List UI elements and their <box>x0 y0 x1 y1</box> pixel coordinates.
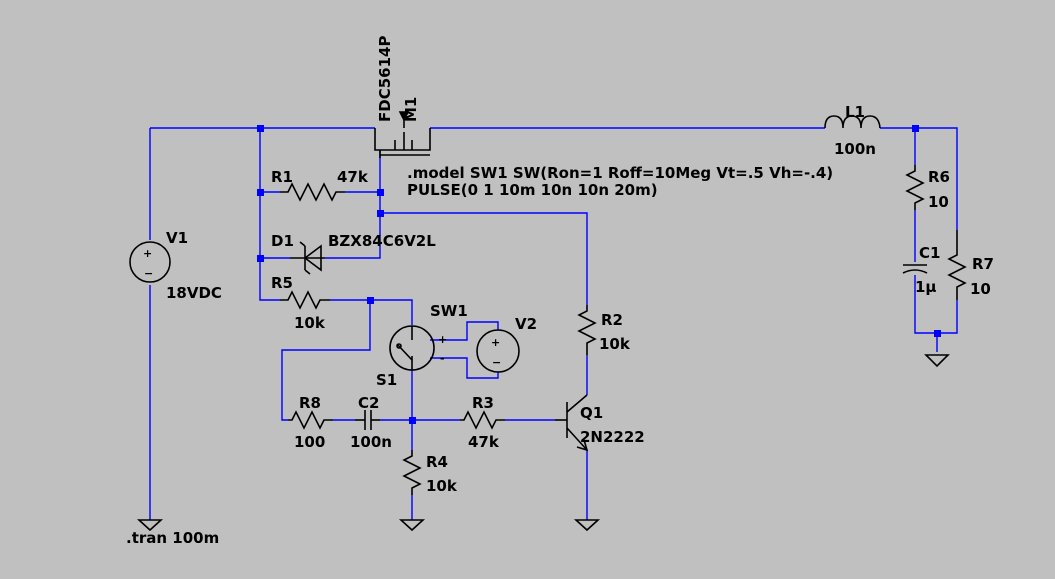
model-directive[interactable]: .model SW1 SW(Ron=1 Roff=10Meg Vt=.5 Vh=… <box>407 164 833 182</box>
ground-symbol <box>924 354 950 368</box>
r1-value-label: 47k <box>337 168 369 186</box>
v1-source[interactable]: + − <box>129 241 171 283</box>
r8-value-label: 100 <box>294 433 325 451</box>
r8-name-label: R8 <box>299 394 321 412</box>
v1-value-label: 18VDC <box>166 284 222 302</box>
q1-value-label: 2N2222 <box>580 428 645 446</box>
junction <box>934 330 941 337</box>
l1-inductor[interactable] <box>824 115 881 129</box>
r4-resistor[interactable] <box>402 450 422 495</box>
r3-value-label: 47k <box>468 433 500 451</box>
c1-value-label: 1µ <box>915 278 936 296</box>
sw1-name-label: SW1 <box>430 302 468 320</box>
ground-symbol <box>573 519 601 532</box>
d1-value-label: BZX84C6V2L <box>328 232 436 250</box>
junction <box>257 189 264 196</box>
ground-symbol <box>398 519 426 532</box>
l1-name-label: L1 <box>845 103 865 121</box>
m1-name-label: M1 <box>402 97 420 122</box>
s1-instance-label: S1 <box>376 371 397 389</box>
junction <box>409 417 416 424</box>
r2-resistor[interactable] <box>577 305 597 355</box>
c2-value-label: 100n <box>350 433 392 451</box>
r8-resistor[interactable] <box>288 410 333 430</box>
r1-name-label: R1 <box>271 168 293 186</box>
r1-resistor[interactable] <box>280 182 345 202</box>
c1-capacitor[interactable] <box>902 264 928 274</box>
r5-resistor[interactable] <box>280 290 330 310</box>
r2-name-label: R2 <box>601 311 623 329</box>
v2-source[interactable]: + − <box>476 329 520 373</box>
junction <box>377 189 384 196</box>
m1-mosfet[interactable] <box>374 111 431 158</box>
sw1-switch[interactable]: + - <box>389 325 447 371</box>
ground-symbol <box>136 519 164 532</box>
r3-name-label: R3 <box>472 394 494 412</box>
junctions <box>257 125 941 424</box>
tran-directive[interactable]: .tran 100m <box>126 529 219 547</box>
c2-name-label: C2 <box>358 394 379 412</box>
wires <box>149 127 958 520</box>
v1-name-label: V1 <box>166 229 188 247</box>
m1-value-label: FDC5614P <box>376 36 394 122</box>
r6-value-label: 10 <box>928 193 949 211</box>
r4-name-label: R4 <box>426 453 448 471</box>
pulse-directive[interactable]: PULSE(0 1 10m 10n 10n 20m) <box>407 181 658 199</box>
q1-npn-transistor[interactable] <box>555 394 589 452</box>
v1-minus-symbol: − <box>144 267 153 280</box>
l1-value-label: 100n <box>834 140 876 158</box>
sw1-minus-pin: - <box>440 352 445 365</box>
v2-name-label: V2 <box>515 315 537 333</box>
d1-name-label: D1 <box>271 232 294 250</box>
r7-name-label: R7 <box>972 255 994 273</box>
sw1-plus-pin: + <box>438 333 447 346</box>
r2-value-label: 10k <box>599 335 631 353</box>
junction <box>377 210 384 217</box>
r5-name-label: R5 <box>271 274 293 292</box>
v2-minus-symbol: − <box>492 356 501 369</box>
r7-resistor[interactable] <box>947 230 967 300</box>
r6-resistor[interactable] <box>905 165 925 210</box>
r4-value-label: 10k <box>426 477 458 495</box>
junction <box>257 125 264 132</box>
v1-plus-symbol: + <box>143 247 152 260</box>
r7-value-label: 10 <box>970 280 991 298</box>
c1-name-label: C1 <box>919 244 940 262</box>
d1-zener-diode[interactable] <box>290 241 325 275</box>
v2-plus-symbol: + <box>491 336 500 349</box>
r3-resistor[interactable] <box>460 410 505 430</box>
r5-value-label: 10k <box>294 314 326 332</box>
junction <box>257 255 264 262</box>
q1-name-label: Q1 <box>580 404 603 422</box>
r6-name-label: R6 <box>928 168 950 186</box>
c2-capacitor[interactable] <box>355 410 380 430</box>
junction <box>912 125 919 132</box>
junction <box>367 297 374 304</box>
